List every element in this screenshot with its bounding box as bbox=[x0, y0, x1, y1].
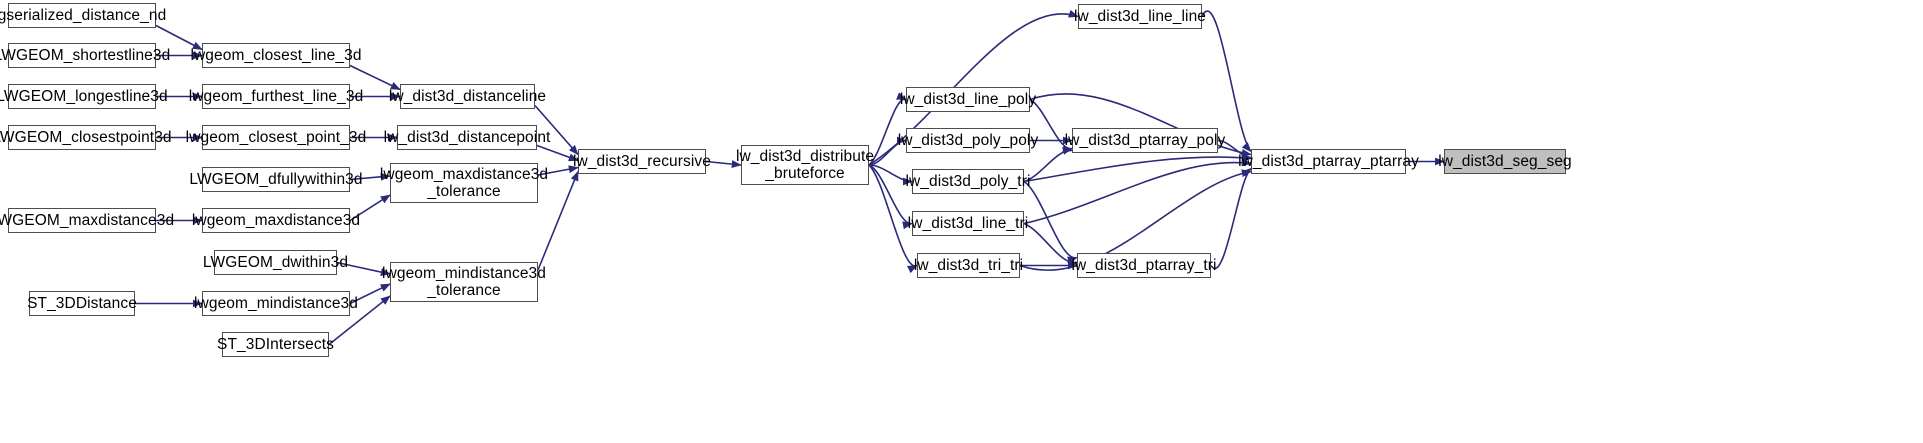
edge-lw_dist3d_line_tri-to-lw_dist3d_ptarray_tri bbox=[1023, 222, 1078, 269]
graph-node-lw_dist3d_recursive[interactable]: lw_dist3d_recursive bbox=[573, 149, 711, 174]
graph-node-lwgeom_mindistance3d[interactable]: lwgeom_mindistance3d bbox=[194, 291, 358, 316]
edge-lw_dist3d_poly_tri-to-lw_dist3d_ptarray_poly bbox=[1023, 145, 1073, 183]
edge-lw_dist3d_line_tri-to-lw_dist3d_ptarray_ptarray bbox=[1023, 158, 1252, 225]
graph-node-lwgeom_mindistance3d_tolerance[interactable]: lwgeom_mindistance3d _tolerance bbox=[382, 262, 546, 302]
graph-node-lw_dist3d_ptarray_poly[interactable]: lw_dist3d_ptarray_poly bbox=[1065, 128, 1225, 153]
graph-node-lw_dist3d_poly_tri[interactable]: lw_dist3d_poly_tri bbox=[906, 169, 1030, 194]
graph-node-LWGEOM_closestpoint3d[interactable]: LWGEOM_closestpoint3d bbox=[0, 125, 172, 150]
graph-node-lw_dist3d_line_tri[interactable]: lw_dist3d_line_tri bbox=[908, 211, 1028, 236]
graph-node-ST_3DDistance[interactable]: ST_3DDistance bbox=[27, 291, 137, 316]
graph-node-lw_dist3d_seg_seg[interactable]: lw_dist3d_seg_seg bbox=[1438, 149, 1572, 174]
graph-node-lw_dist3d_line_poly[interactable]: lw_dist3d_line_poly bbox=[900, 87, 1036, 112]
graph-node-lw_dist3d_distanceline[interactable]: lw_dist3d_distanceline bbox=[389, 84, 546, 109]
graph-node-ST_3DIntersects[interactable]: ST_3DIntersects bbox=[217, 332, 334, 357]
graph-node-lwgeom_maxdistance3d_tolerance[interactable]: lwgeom_maxdistance3d _tolerance bbox=[380, 163, 548, 203]
graph-node-lwgeom_maxdistance3d[interactable]: lwgeom_maxdistance3d bbox=[192, 208, 360, 233]
graph-node-LWGEOM_maxdistance3d[interactable]: LWGEOM_maxdistance3d bbox=[0, 208, 174, 233]
edge-lw_dist3d_distancepoint-to-lw_dist3d_recursive bbox=[536, 144, 579, 162]
graph-node-LWGEOM_dfullywithin3d[interactable]: LWGEOM_dfullywithin3d bbox=[189, 167, 363, 192]
graph-node-lw_dist3d_distancepoint[interactable]: lw_dist3d_distancepoint bbox=[384, 125, 550, 150]
graph-node-lw_dist3d_tri_tri[interactable]: lw_dist3d_tri_tri bbox=[914, 253, 1023, 278]
graph-node-LWGEOM_longestline3d[interactable]: LWGEOM_longestline3d bbox=[0, 84, 168, 109]
graph-node-lw_dist3d_line_line[interactable]: lw_dist3d_line_line bbox=[1074, 4, 1206, 29]
edge-lw_dist3d_ptarray_tri-to-lw_dist3d_ptarray_ptarray bbox=[1210, 167, 1252, 270]
graph-node-LWGEOM_shortestline3d[interactable]: LWGEOM_shortestline3d bbox=[0, 43, 170, 68]
graph-node-lwgeom_closest_point_3d[interactable]: lwgeom_closest_point_3d bbox=[186, 125, 366, 150]
graph-node-gserialized_distance_nd[interactable]: gserialized_distance_nd bbox=[0, 3, 166, 28]
edge-lwgeom_closest_line_3d-to-lw_dist3d_distanceline bbox=[349, 64, 401, 91]
graph-node-lw_dist3d_ptarray_tri[interactable]: lw_dist3d_ptarray_tri bbox=[1071, 253, 1216, 278]
graph-node-lwgeom_furthest_line_3d[interactable]: lwgeom_furthest_line_3d bbox=[189, 84, 363, 109]
edge-lw_dist3d_poly_tri-to-lw_dist3d_ptarray_ptarray bbox=[1023, 153, 1252, 183]
graph-node-LWGEOM_dwithin3d[interactable]: LWGEOM_dwithin3d bbox=[203, 250, 348, 275]
graph-node-lw_dist3d_ptarray_ptarray[interactable]: lw_dist3d_ptarray_ptarray bbox=[1238, 149, 1419, 174]
graph-node-lw_dist3d_poly_poly[interactable]: lw_dist3d_poly_poly bbox=[898, 128, 1038, 153]
graph-node-lw_dist3d_distribute_bruteforce[interactable]: lw_dist3d_distribute _bruteforce bbox=[736, 145, 874, 185]
edge-lw_dist3d_poly_tri-to-lw_dist3d_ptarray_tri bbox=[1023, 180, 1078, 265]
graph-node-lwgeom_closest_line_3d[interactable]: lwgeom_closest_line_3d bbox=[190, 43, 361, 68]
